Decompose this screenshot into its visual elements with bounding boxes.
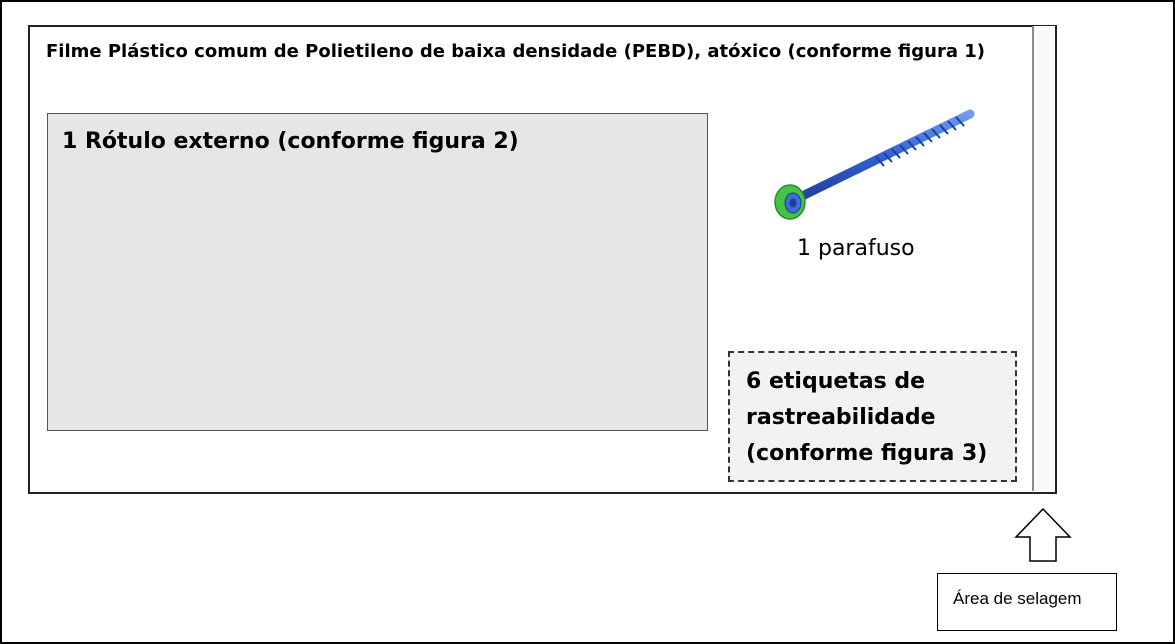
traceability-line-2: rastreabilidade bbox=[746, 405, 936, 430]
external-label-text: 1 Rótulo externo (conforme figura 2) bbox=[62, 129, 519, 154]
sealing-area-label-box bbox=[937, 573, 1117, 631]
screw-icon bbox=[774, 109, 975, 220]
traceability-line-1: 6 etiquetas de bbox=[746, 369, 926, 394]
traceability-labels-text: 6 etiquetas de rastreabilidade (conforme… bbox=[746, 364, 987, 472]
package-title: Filme Plástico comum de Polietileno de b… bbox=[46, 41, 985, 62]
sealing-area-strip bbox=[1032, 26, 1055, 491]
traceability-labels-box bbox=[728, 351, 1017, 482]
traceability-line-3: (conforme figura 3) bbox=[746, 441, 988, 466]
external-label-box bbox=[47, 113, 708, 431]
up-arrow-icon bbox=[1014, 507, 1072, 562]
screw-caption: 1 parafuso bbox=[797, 236, 915, 261]
sealing-area-label: Área de selagem bbox=[953, 589, 1082, 608]
